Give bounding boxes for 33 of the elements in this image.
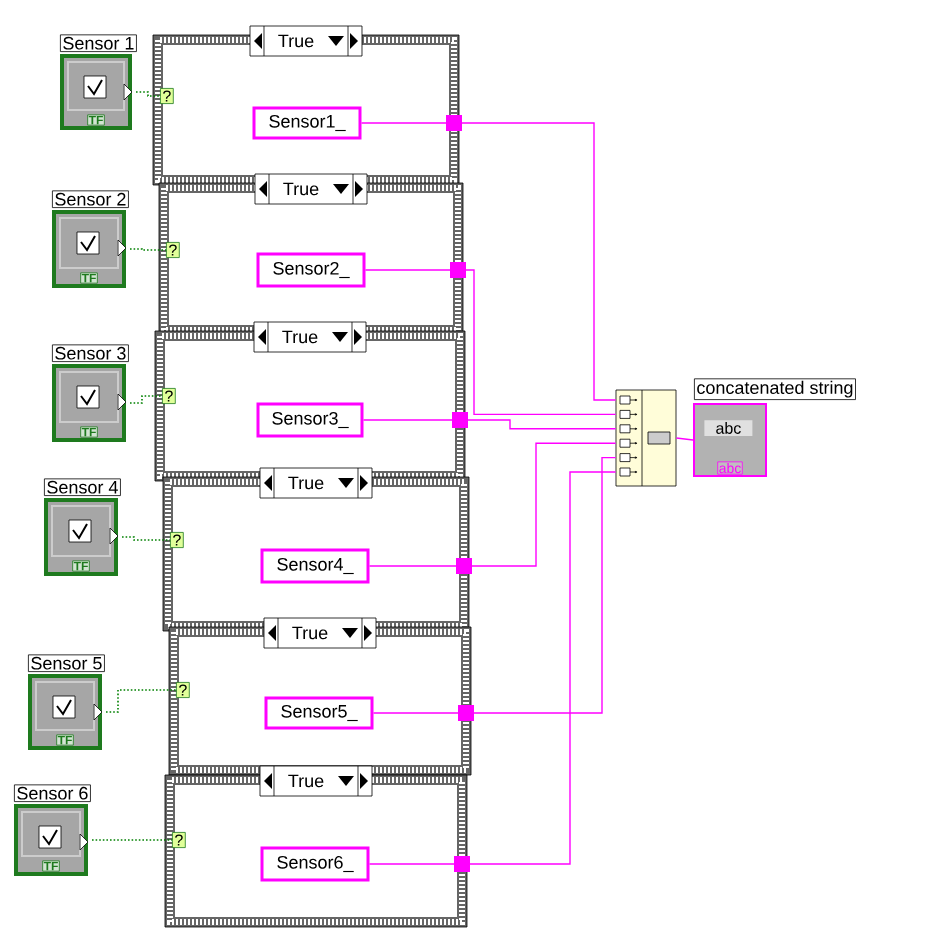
node-label: concatenated string [697, 380, 853, 398]
node-label: Sensor 3 [55, 346, 126, 360]
string-constant: Sensor6_ [260, 846, 370, 882]
string-constant: Sensor1_ [252, 106, 362, 140]
wire [121, 536, 171, 541]
wire [105, 689, 177, 713]
node-label: Sensor 4 [47, 480, 118, 494]
wire [129, 248, 167, 251]
selector-terminal: ? [170, 532, 184, 548]
node-label: Sensor 2 [55, 192, 126, 206]
wire [360, 115, 617, 401]
wire [135, 91, 161, 97]
wire [372, 456, 617, 721]
selector-terminal: ? [176, 682, 190, 698]
string-constant: Sensor2_ [256, 252, 366, 288]
wire [368, 442, 617, 574]
node-label: Sensor 5 [31, 656, 102, 670]
string-constant: Sensor4_ [260, 548, 370, 584]
selector-terminal: ? [160, 88, 174, 104]
wire [368, 471, 617, 872]
node-label: Sensor 6 [17, 786, 88, 800]
wire [91, 839, 173, 841]
concatenate-function [615, 389, 677, 487]
selector-terminal: ? [172, 832, 186, 848]
wire [675, 437, 694, 441]
selector-terminal: ? [162, 388, 176, 404]
wire [364, 262, 617, 416]
string-constant: Sensor5_ [264, 696, 374, 730]
node-label: Sensor 1 [63, 36, 134, 50]
wire [362, 412, 617, 430]
string-constant: Sensor3_ [256, 402, 364, 438]
wire [129, 395, 163, 404]
selector-terminal: ? [166, 242, 180, 258]
